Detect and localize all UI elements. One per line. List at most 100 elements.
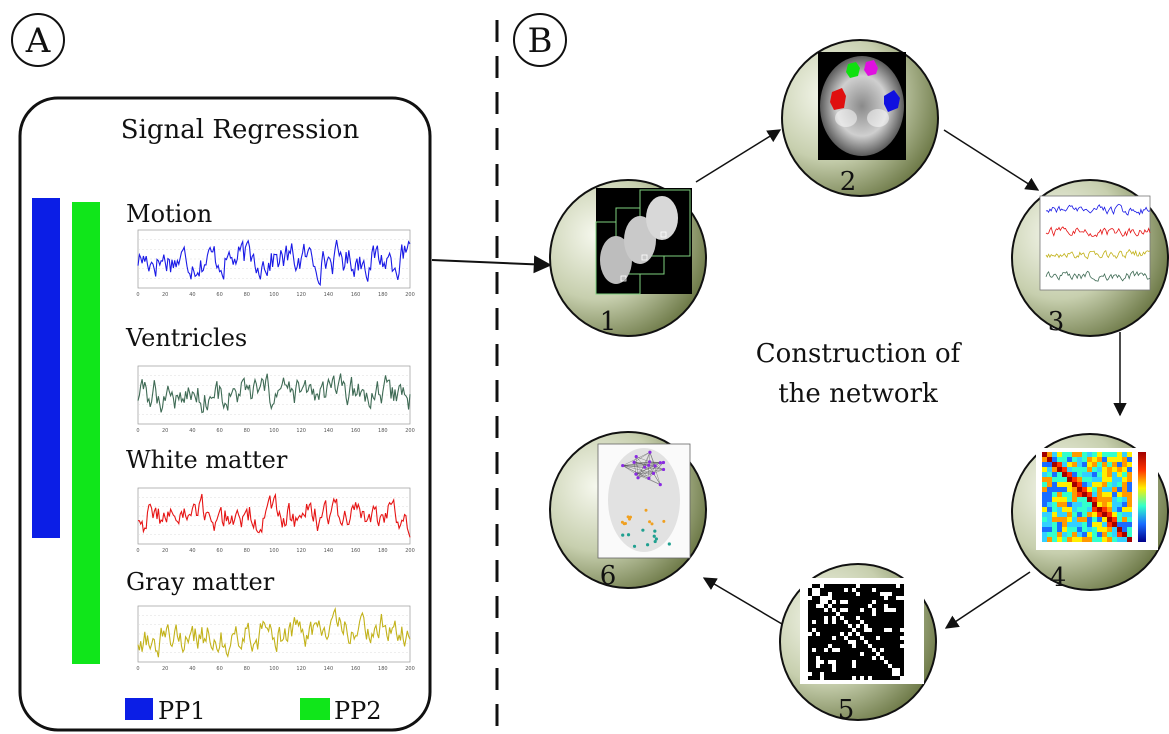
matrix-cell bbox=[1062, 497, 1067, 502]
network-edge bbox=[635, 469, 664, 475]
binary-cell bbox=[860, 676, 864, 680]
network-node bbox=[658, 461, 662, 465]
matrix-cell bbox=[1092, 482, 1097, 487]
matrix-cell bbox=[1042, 492, 1047, 497]
matrix-cell bbox=[1092, 512, 1097, 517]
binary-cell bbox=[840, 608, 844, 612]
step-6-node: 6 bbox=[549, 431, 707, 591]
matrix-cell bbox=[1127, 502, 1132, 507]
matrix-cell bbox=[1107, 457, 1112, 462]
binary-cell bbox=[812, 588, 816, 592]
step-6-label: 6 bbox=[600, 561, 617, 591]
matrix-cell bbox=[1072, 472, 1077, 477]
matrix-cell bbox=[1072, 492, 1077, 497]
plot-x-tick: 120 bbox=[296, 292, 306, 298]
matrix-cell bbox=[1112, 502, 1117, 507]
binary-cell bbox=[816, 588, 820, 592]
matrix-cell bbox=[1102, 502, 1107, 507]
binary-cell bbox=[832, 620, 836, 624]
matrix-cell bbox=[1102, 537, 1107, 542]
matrix-cell bbox=[1067, 507, 1072, 512]
matrix-cell bbox=[1082, 512, 1087, 517]
matrix-cell bbox=[1112, 537, 1117, 542]
matrix-cell bbox=[1057, 532, 1062, 537]
center-text-line-1: Construction of bbox=[756, 339, 963, 369]
matrix-cell bbox=[1127, 472, 1132, 477]
binary-cell bbox=[820, 596, 824, 600]
binary-cell bbox=[888, 592, 892, 596]
matrix-cell bbox=[1067, 477, 1072, 482]
matrix-cell bbox=[1072, 467, 1077, 472]
matrix-cell bbox=[1082, 497, 1087, 502]
matrix-cell bbox=[1107, 477, 1112, 482]
binary-cell bbox=[812, 620, 816, 624]
binary-cell bbox=[896, 672, 900, 676]
matrix-cell bbox=[1052, 492, 1057, 497]
matrix-cell bbox=[1117, 522, 1122, 527]
step-4-correlation-matrix bbox=[1042, 452, 1132, 542]
matrix-cell bbox=[1077, 507, 1082, 512]
matrix-cell bbox=[1072, 497, 1077, 502]
matrix-cell bbox=[1087, 497, 1092, 502]
matrix-cell bbox=[1112, 462, 1117, 467]
matrix-cell bbox=[1077, 527, 1082, 532]
binary-cell bbox=[828, 596, 832, 600]
legend-pp2-swatch bbox=[300, 698, 330, 720]
matrix-cell bbox=[1102, 492, 1107, 497]
matrix-cell bbox=[1047, 462, 1052, 467]
network-node bbox=[661, 460, 666, 465]
matrix-cell bbox=[1062, 482, 1067, 487]
network-node bbox=[626, 533, 631, 537]
plot-x-tick: 140 bbox=[324, 428, 334, 434]
matrix-cell bbox=[1117, 512, 1122, 517]
matrix-cell bbox=[1042, 457, 1047, 462]
network-node bbox=[654, 537, 658, 541]
matrix-cell bbox=[1097, 517, 1102, 522]
binary-cell bbox=[856, 616, 860, 620]
network-edge bbox=[635, 467, 645, 475]
matrix-cell bbox=[1052, 452, 1057, 457]
matrix-cell bbox=[1107, 507, 1112, 512]
matrix-cell bbox=[1107, 512, 1112, 517]
matrix-cell bbox=[1097, 537, 1102, 542]
step-6-brain-network bbox=[620, 450, 671, 548]
network-node bbox=[632, 544, 637, 548]
matrix-cell bbox=[1047, 517, 1052, 522]
binary-cell bbox=[892, 608, 896, 612]
panel-a-letter-circle bbox=[11, 13, 65, 67]
network-node bbox=[653, 529, 657, 533]
plot-x-tick: 40 bbox=[189, 428, 195, 434]
binary-cell bbox=[848, 624, 852, 628]
binary-cell bbox=[832, 636, 836, 640]
matrix-cell bbox=[1102, 512, 1107, 517]
matrix-cell bbox=[1127, 467, 1132, 472]
matrix-cell bbox=[1122, 497, 1127, 502]
plot-x-tick: 80 bbox=[244, 666, 250, 672]
matrix-cell bbox=[1042, 472, 1047, 477]
matrix-cell bbox=[1097, 507, 1102, 512]
matrix-cell bbox=[1042, 482, 1047, 487]
binary-cell bbox=[852, 644, 856, 648]
binary-cell bbox=[860, 620, 864, 624]
binary-cell bbox=[816, 592, 820, 596]
signal-trace bbox=[137, 492, 411, 538]
matrix-cell bbox=[1092, 462, 1097, 467]
network-node bbox=[626, 515, 630, 519]
plot-x-tick: 80 bbox=[244, 292, 250, 298]
binary-cell bbox=[860, 608, 864, 612]
binary-cell bbox=[848, 632, 852, 636]
binary-cell bbox=[856, 592, 860, 596]
matrix-cell bbox=[1087, 537, 1092, 542]
matrix-cell bbox=[1122, 502, 1127, 507]
matrix-cell bbox=[1092, 472, 1097, 477]
matrix-cell bbox=[1107, 527, 1112, 532]
matrix-cell bbox=[1072, 502, 1077, 507]
matrix-cell bbox=[1077, 457, 1082, 462]
matrix-cell bbox=[1117, 477, 1122, 482]
network-edge bbox=[648, 462, 664, 479]
binary-cell bbox=[864, 624, 868, 628]
matrix-cell bbox=[1107, 472, 1112, 477]
binary-cell bbox=[852, 588, 856, 592]
matrix-cell bbox=[1052, 517, 1057, 522]
matrix-cell bbox=[1062, 532, 1067, 537]
